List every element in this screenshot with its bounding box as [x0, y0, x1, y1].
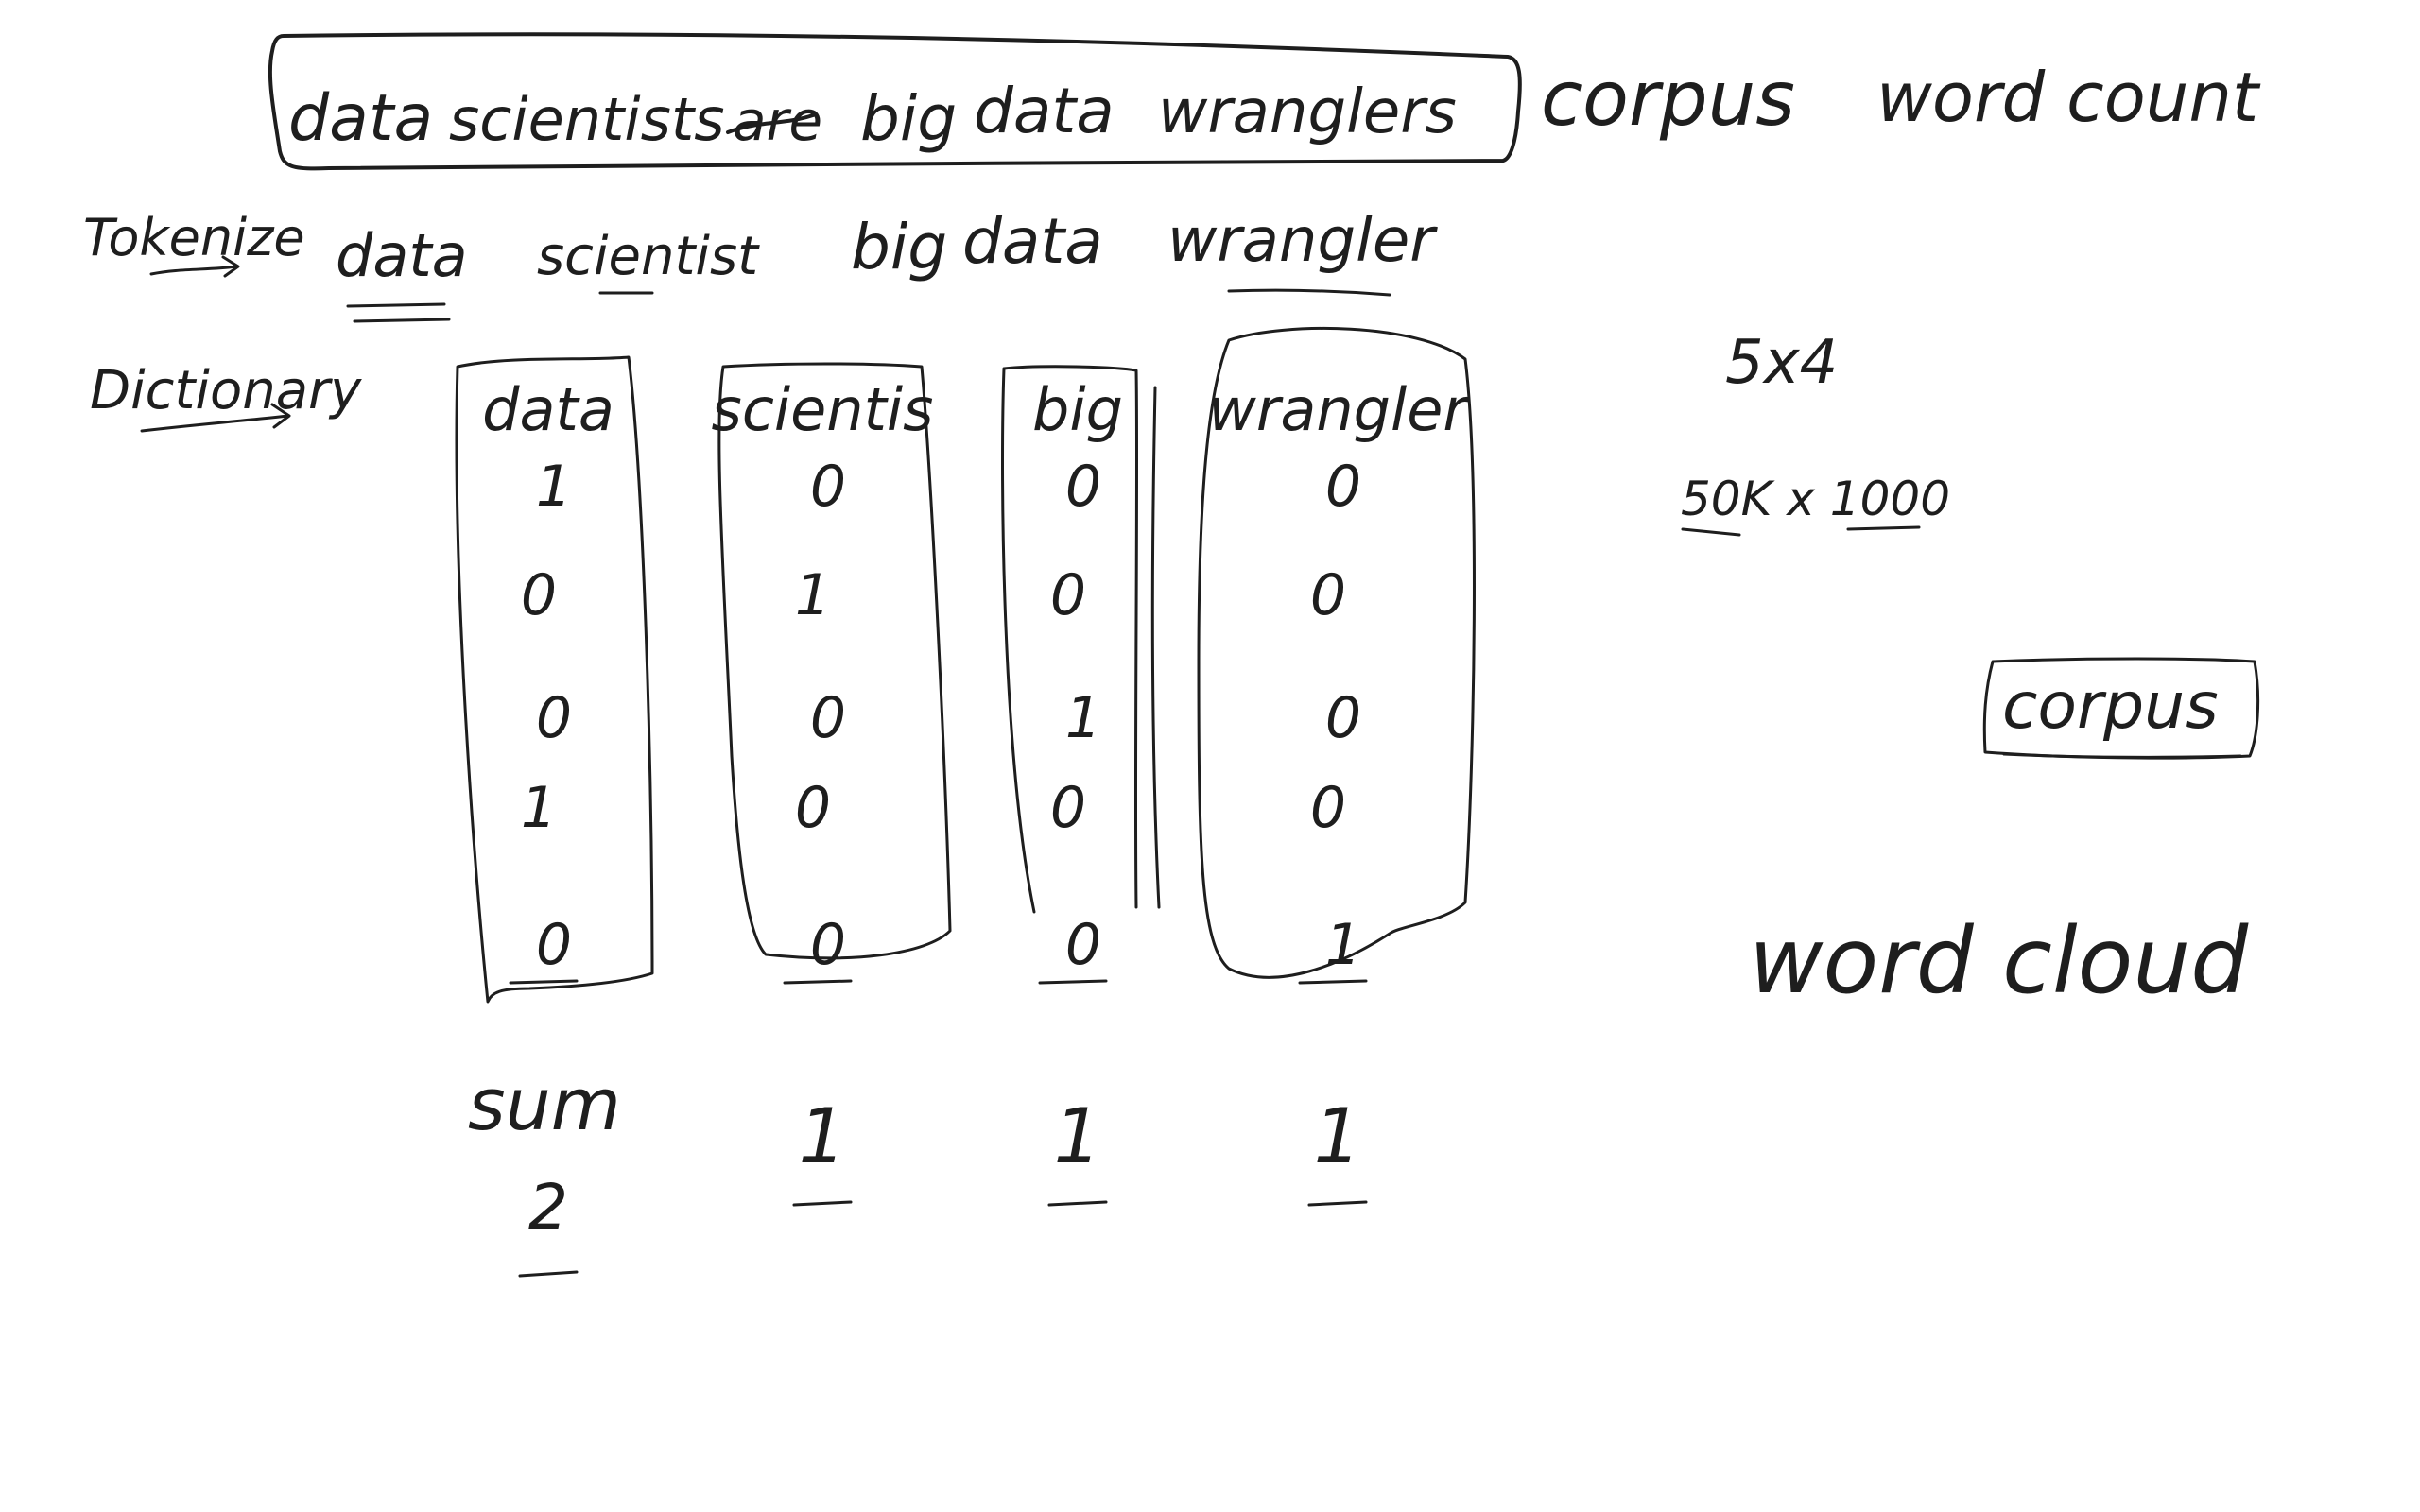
- tokenize-arrow: [149, 255, 240, 278]
- column-bracket-big: [1150, 386, 1161, 909]
- matrix-column-underline: [509, 979, 579, 985]
- word-count-label: word count: [1876, 58, 2261, 137]
- tokenize-label: Tokenize: [83, 208, 305, 267]
- matrix-sum-underline: [792, 1200, 853, 1207]
- matrix-column-header: big: [1032, 375, 1123, 444]
- corpus-box: [1982, 657, 2260, 760]
- matrix-cell: 0: [521, 562, 557, 628]
- matrix-cell: 0: [536, 685, 572, 751]
- matrix-column-header: wrangler: [1208, 375, 1470, 444]
- strike-through: [726, 113, 815, 134]
- matrix-sum-underline: [518, 1270, 579, 1278]
- matrix-cell: 0: [1310, 775, 1346, 841]
- sentence-box: [268, 32, 1522, 171]
- matrix-sum-underline: [1307, 1200, 1368, 1207]
- dims-small: 5x4: [1725, 328, 1838, 398]
- token-underline: [1227, 288, 1392, 297]
- matrix-cell: 0: [810, 685, 846, 751]
- corpus-underline: [2002, 752, 2242, 759]
- dims-large: 50K x 1000: [1681, 472, 1950, 526]
- matrix-cell: 1: [795, 562, 831, 628]
- matrix-cell: 0: [1310, 562, 1346, 628]
- matrix-cell: 1: [1065, 685, 1101, 751]
- matrix-sum-underline: [1047, 1200, 1108, 1207]
- token: data: [336, 221, 468, 290]
- dictionary-label: Dictionary: [90, 360, 362, 421]
- matrix-column-header: scientis: [712, 375, 934, 444]
- matrix-cell: 0: [810, 454, 846, 520]
- matrix-cell: 1: [1325, 912, 1361, 978]
- matrix-column-underline: [1298, 979, 1368, 985]
- column-box-data: [455, 355, 654, 1004]
- token-underline: [346, 302, 451, 323]
- corpus-label: corpus: [1541, 55, 1795, 143]
- matrix-cell: 0: [1325, 454, 1361, 520]
- sentence-word: data: [974, 75, 1115, 147]
- matrix-cell: 0: [536, 912, 572, 978]
- matrix-cell: 0: [1065, 454, 1101, 520]
- tokens-row: data scientist big data wrangler: [336, 205, 1438, 323]
- matrix-sum: 1: [1054, 1092, 1102, 1180]
- sentence-word: wranglers: [1158, 77, 1457, 147]
- sum-label: sum: [468, 1062, 621, 1146]
- matrix-cell: 0: [1050, 775, 1086, 841]
- sentence-word: big: [860, 82, 957, 155]
- sentence-word: scientists: [449, 85, 725, 154]
- dictionary-arrow: [140, 403, 291, 433]
- dims-underline: [1681, 525, 1921, 537]
- word-cloud-label: word cloud: [1749, 908, 2249, 1014]
- column-box-wrangler: [1197, 326, 1476, 979]
- column-box-big: [1001, 365, 1139, 914]
- token: wrangler: [1167, 206, 1438, 276]
- matrix-cell: 0: [1065, 912, 1101, 978]
- column-box-scientis: [717, 362, 952, 960]
- token: scientist: [537, 226, 760, 287]
- matrix-cell: 0: [795, 775, 831, 841]
- matrix-column-underline: [783, 979, 853, 985]
- matrix-sum: 2: [528, 1171, 568, 1244]
- matrix-cell: 0: [1325, 685, 1361, 751]
- matrix-cell: 1: [536, 454, 572, 520]
- matrix-cell: 0: [1050, 562, 1086, 628]
- matrix-cell: 1: [521, 775, 557, 841]
- one-hot-matrix: data 1 0 0 1 0 2 scientis 0 1 0 0 0 1 big 0 0 1 0 0 1 wrangle…: [482, 375, 1470, 1278]
- matrix-sum: 1: [799, 1092, 847, 1180]
- token: big: [851, 211, 947, 284]
- matrix-sum: 1: [1314, 1092, 1362, 1180]
- matrix-cell: 0: [810, 912, 846, 978]
- sentence: data scientists are big data wranglers: [288, 75, 1457, 156]
- corpus-box-label: corpus: [2002, 669, 2219, 744]
- matrix-column-header: data: [482, 375, 614, 444]
- sentence-word: data: [288, 81, 433, 156]
- token: data: [962, 205, 1103, 278]
- matrix-column-underline: [1038, 979, 1108, 985]
